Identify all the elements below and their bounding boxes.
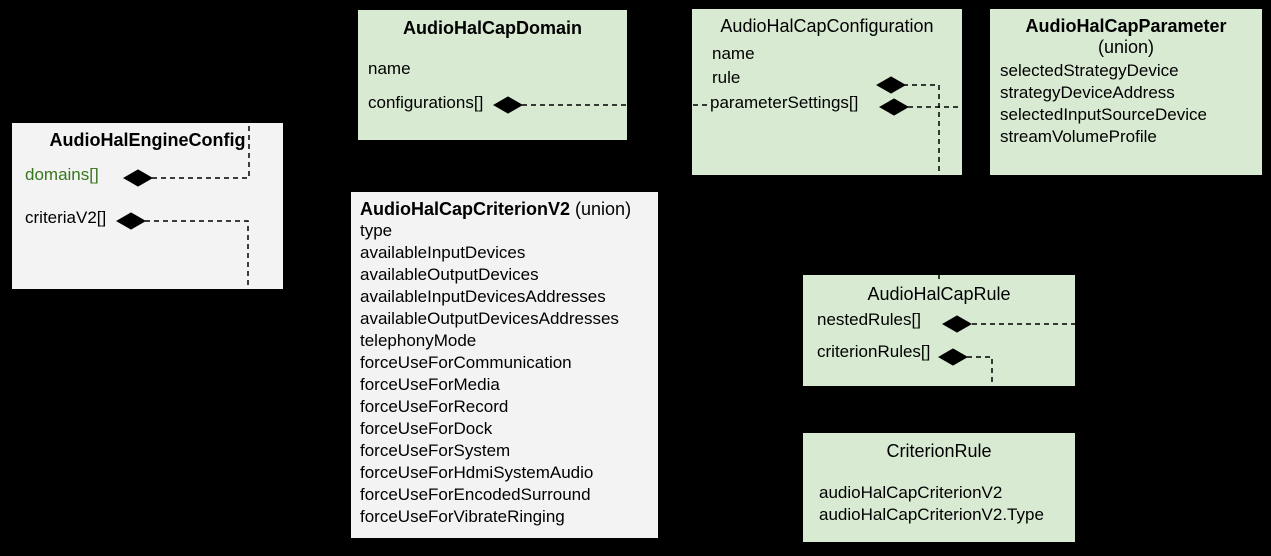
field-available-input-devices: availableInputDevices <box>360 243 526 262</box>
class-title-text: AudioHalCapCriterionV2 <box>360 199 571 219</box>
class-title-cap-rule: AudioHalCapRule <box>867 284 1011 304</box>
class-box-cap-domain: AudioHalCapDomain name configurations[] <box>358 10 627 140</box>
class-box-criterion-rule: CriterionRule audioHalCapCriterionV2 aud… <box>803 433 1075 542</box>
field-list-criterion-rule: audioHalCapCriterionV2 audioHalCapCriter… <box>819 482 1044 526</box>
class-title-cap-criterion-v2: AudioHalCapCriterionV2 (union) <box>360 199 658 220</box>
class-title-engine-config: AudioHalEngineConfig <box>49 130 246 150</box>
field-criteriaV2: criteriaV2[] <box>25 208 107 227</box>
class-title-cap-domain: AudioHalCapDomain <box>402 18 582 38</box>
field-audio-hal-cap-criterion-v2: audioHalCapCriterionV2 <box>819 483 1003 502</box>
class-box-cap-configuration: AudioHalCapConfiguration name rule param… <box>692 9 962 175</box>
field-force-use-for-system: forceUseForSystem <box>360 441 511 460</box>
field-strategy-device-address: strategyDeviceAddress <box>1000 83 1175 102</box>
field-stream-volume-profile: streamVolumeProfile <box>1000 127 1157 146</box>
field-selected-strategy-device: selectedStrategyDevice <box>1000 61 1179 80</box>
field-available-input-devices-addresses: availableInputDevicesAddresses <box>360 287 606 306</box>
class-box-cap-parameter: AudioHalCapParameter (union) selectedStr… <box>990 9 1262 175</box>
field-parameter-settings: parameterSettings[] <box>710 93 859 112</box>
field-rule: rule <box>712 68 741 87</box>
field-available-output-devices-addresses: availableOutputDevicesAddresses <box>360 309 619 328</box>
field-force-use-for-hdmi-system-audio: forceUseForHdmiSystemAudio <box>360 463 594 482</box>
field-force-use-for-encoded-surround: forceUseForEncodedSurround <box>360 485 591 504</box>
class-box-cap-criterion-v2: AudioHalCapCriterionV2 (union) type avai… <box>351 192 658 538</box>
field-configurations: configurations[] <box>368 93 484 112</box>
field-force-use-for-media: forceUseForMedia <box>360 375 500 394</box>
field-name: name <box>712 44 755 63</box>
field-telephony-mode: telephonyMode <box>360 331 477 350</box>
field-name: name <box>368 59 411 78</box>
class-box-cap-rule: AudioHalCapRule nestedRules[] criterionR… <box>803 275 1075 386</box>
field-force-use-for-communication: forceUseForCommunication <box>360 353 572 372</box>
class-title-cap-parameter: AudioHalCapParameter <box>1025 16 1227 36</box>
field-domains: domains[] <box>25 165 99 184</box>
class-subtitle-union: (union) <box>1097 37 1155 57</box>
field-available-output-devices: availableOutputDevices <box>360 265 539 284</box>
class-subtitle-union: (union) <box>570 199 632 219</box>
class-box-engine-config: AudioHalEngineConfig domains[] criteriaV… <box>12 123 283 289</box>
field-audio-hal-cap-criterion-v2-type: audioHalCapCriterionV2.Type <box>819 505 1044 524</box>
field-nested-rules: nestedRules[] <box>817 310 921 329</box>
field-selected-input-source-device: selectedInputSourceDevice <box>1000 105 1207 124</box>
field-force-use-for-vibrate-ringing: forceUseForVibrateRinging <box>360 507 565 526</box>
field-force-use-for-record: forceUseForRecord <box>360 397 509 416</box>
field-criterion-rules: criterionRules[] <box>817 342 931 361</box>
field-type: type <box>360 221 393 240</box>
class-title-cap-configuration: AudioHalCapConfiguration <box>720 16 934 36</box>
class-title-criterion-rule: CriterionRule <box>886 441 992 461</box>
field-list-cap-parameter: selectedStrategyDevice strategyDeviceAdd… <box>1000 60 1207 148</box>
field-list-cap-criterion-v2: type availableInputDevices availableOutp… <box>360 220 619 528</box>
field-force-use-for-dock: forceUseForDock <box>360 419 493 438</box>
